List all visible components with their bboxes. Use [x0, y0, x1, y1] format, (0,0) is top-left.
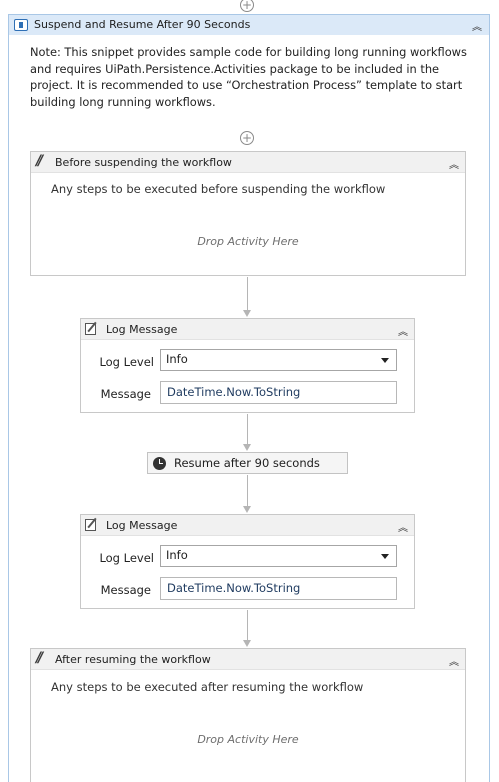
- comment-slashes-icon: //: [36, 153, 43, 169]
- log-message-header[interactable]: Log Message ︽: [81, 515, 414, 536]
- before-suspend-title: Before suspending the workflow: [55, 156, 232, 169]
- resume-after-delay-activity[interactable]: Resume after 90 seconds: [147, 452, 348, 474]
- log-message-icon: [85, 321, 97, 335]
- add-activity-icon[interactable]: +: [240, 131, 254, 145]
- message-input[interactable]: DateTime.Now.ToString: [160, 577, 397, 600]
- collapse-icon[interactable]: ︽: [398, 523, 408, 534]
- connector-line: [247, 610, 248, 642]
- collapse-icon[interactable]: ︽: [398, 327, 408, 338]
- arrow-down-icon: [243, 444, 251, 451]
- sequence-icon: [14, 19, 28, 31]
- after-resume-title: After resuming the workflow: [55, 653, 211, 666]
- before-suspend-sequence[interactable]: // Before suspending the workflow ︽ Any …: [30, 151, 466, 276]
- comment-slashes-icon: //: [36, 650, 43, 666]
- resume-label: Resume after 90 seconds: [174, 456, 320, 470]
- collapse-icon[interactable]: ︽: [449, 657, 459, 668]
- log-level-label: Log Level: [99, 355, 154, 369]
- add-activity-top-icon[interactable]: +: [240, 0, 254, 12]
- collapse-icon[interactable]: ︽: [472, 22, 482, 33]
- arrow-down-icon: [243, 640, 251, 647]
- log-message-activity[interactable]: Log Message ︽ Log Level Info Message Dat…: [80, 514, 415, 609]
- outer-sequence-title: Suspend and Resume After 90 Seconds: [34, 18, 251, 31]
- clock-icon: [153, 457, 166, 470]
- after-resume-header[interactable]: // After resuming the workflow ︽: [31, 649, 465, 670]
- log-level-value: Info: [166, 352, 188, 366]
- log-message-header[interactable]: Log Message ︽: [81, 319, 414, 340]
- log-message-icon: [85, 517, 97, 531]
- dropdown-caret-icon[interactable]: [381, 554, 389, 559]
- arrow-down-icon: [243, 506, 251, 513]
- after-resume-sequence[interactable]: // After resuming the workflow ︽ Any ste…: [30, 648, 466, 782]
- connector-line: [247, 414, 248, 447]
- log-message-title: Log Message: [106, 323, 178, 336]
- collapse-icon[interactable]: ︽: [449, 160, 459, 171]
- message-label: Message: [100, 583, 151, 597]
- before-suspend-annotation: Any steps to be executed before suspendi…: [51, 182, 386, 196]
- drop-zone[interactable]: Drop Activity Here: [197, 733, 299, 746]
- log-level-value: Info: [166, 548, 188, 562]
- connector-line: [247, 277, 248, 312]
- message-input[interactable]: DateTime.Now.ToString: [160, 381, 397, 404]
- log-message-title: Log Message: [106, 519, 178, 532]
- log-level-label: Log Level: [99, 551, 154, 565]
- arrow-down-icon: [243, 310, 251, 317]
- log-level-select[interactable]: Info: [160, 349, 397, 371]
- drop-zone[interactable]: Drop Activity Here: [197, 235, 299, 248]
- workflow-note: Note: This snippet provides sample code …: [30, 45, 467, 109]
- message-label: Message: [100, 387, 151, 401]
- log-message-activity[interactable]: Log Message ︽ Log Level Info Message Dat…: [80, 318, 415, 413]
- connector-line: [247, 475, 248, 508]
- dropdown-caret-icon[interactable]: [381, 358, 389, 363]
- before-suspend-header[interactable]: // Before suspending the workflow ︽: [31, 152, 465, 173]
- log-level-select[interactable]: Info: [160, 545, 397, 567]
- outer-sequence-header[interactable]: Suspend and Resume After 90 Seconds ︽: [9, 15, 489, 35]
- after-resume-annotation: Any steps to be executed after resuming …: [51, 680, 364, 694]
